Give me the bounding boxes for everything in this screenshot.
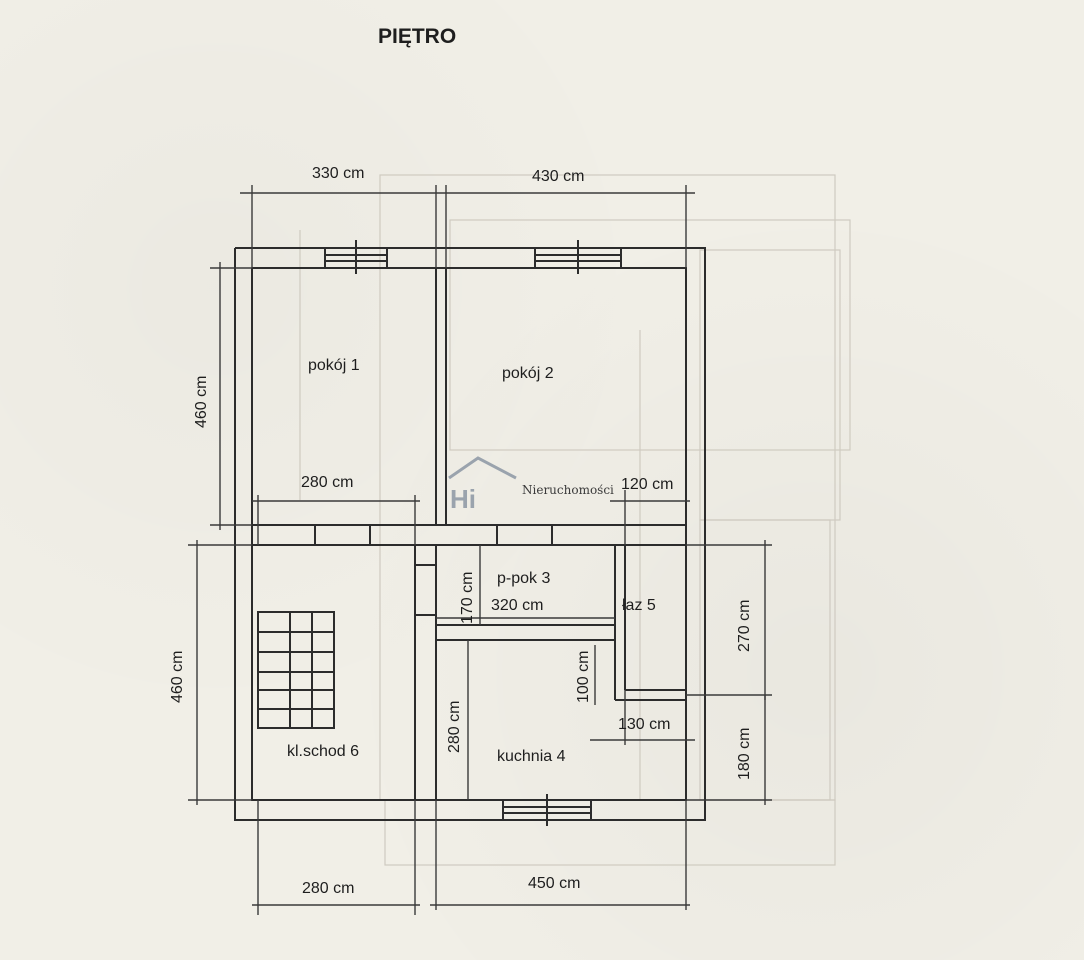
- room-label-pokoj2: pokój 2: [502, 365, 554, 382]
- dimension-lines: [188, 185, 772, 915]
- windows: [324, 240, 622, 826]
- dim-label-step-height: 100 cm: [575, 651, 592, 703]
- room-label-pokoj1: pokój 1: [308, 357, 360, 374]
- page-title: PIĘTRO: [378, 25, 456, 48]
- dim-label-mid-right: 120 cm: [621, 476, 673, 493]
- room-label-kuchnia4: kuchnia 4: [497, 748, 566, 765]
- watermark: Hi Nieruchomości: [448, 456, 614, 514]
- watermark-roof-icon: [448, 456, 517, 480]
- interior-walls: [252, 268, 686, 800]
- dim-label-top-left: 330 cm: [312, 165, 364, 182]
- staircase: [257, 611, 335, 729]
- dim-label-left-upper: 460 cm: [193, 376, 210, 428]
- dim-label-step-width: 130 cm: [618, 716, 670, 733]
- dim-label-top-right: 430 cm: [532, 168, 584, 185]
- room-label-laz5: łaz 5: [622, 597, 656, 614]
- dim-label-ppok-height: 170 cm: [459, 572, 476, 624]
- dim-label-ppok-width: 320 cm: [491, 597, 543, 614]
- watermark-logo: Hi: [450, 484, 476, 514]
- room-label-klschod6: kl.schod 6: [287, 743, 359, 760]
- dim-label-bottom-right: 450 cm: [528, 875, 580, 892]
- dim-label-mid-left: 280 cm: [301, 474, 353, 491]
- dim-label-laz-height: 270 cm: [736, 600, 753, 652]
- watermark-text: Nieruchomości: [522, 483, 614, 497]
- window-pokoj2: [534, 240, 622, 274]
- outer-walls: [234, 247, 706, 821]
- dim-label-left-lower: 460 cm: [169, 651, 186, 703]
- dim-label-lower-right: 180 cm: [736, 728, 753, 780]
- room-label-ppok3: p-pok 3: [497, 570, 550, 587]
- dim-label-bottom-left: 280 cm: [302, 880, 354, 897]
- window-pokoj1: [324, 240, 388, 274]
- window-kuchnia: [502, 794, 592, 826]
- dim-label-kuchnia-height: 280 cm: [446, 701, 463, 753]
- bleed-through: [299, 174, 851, 866]
